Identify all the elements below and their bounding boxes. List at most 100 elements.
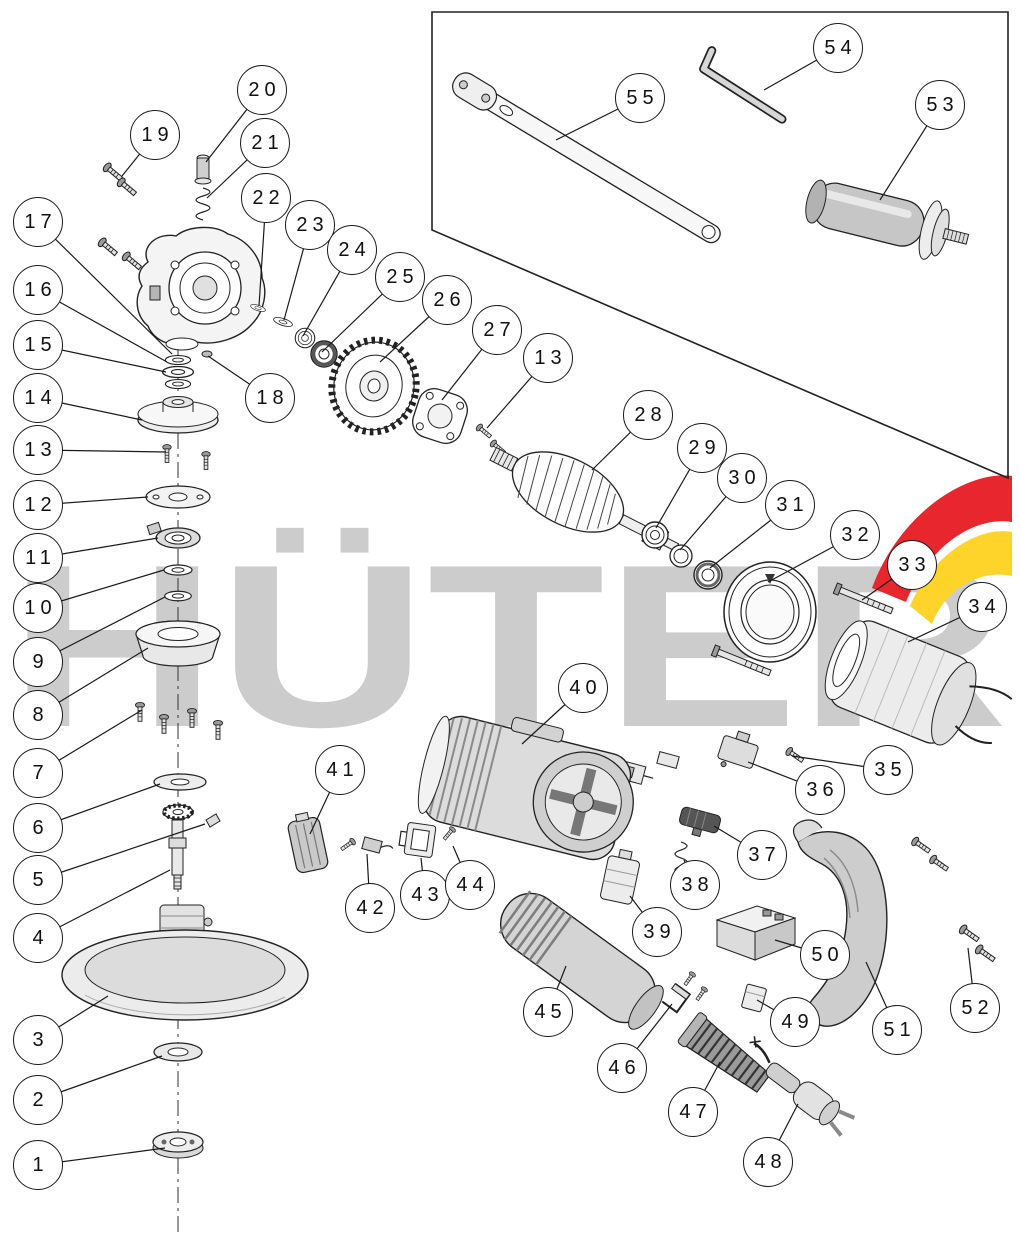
part-washer (272, 315, 294, 329)
part-brush-bracket (717, 730, 759, 769)
part-hex-key (699, 46, 787, 124)
part-switch-block (715, 905, 797, 961)
part-screw (693, 985, 709, 1003)
part-washer (163, 564, 193, 576)
part-bearing (641, 521, 669, 549)
part-brush-holder (398, 822, 437, 858)
part-bearing-cover (135, 620, 221, 667)
part-washer (164, 354, 192, 366)
part-bearing (693, 560, 723, 590)
leader-line (207, 355, 271, 399)
leader-line (763, 47, 839, 91)
leader-line (283, 224, 311, 321)
part-power-plug (749, 1036, 856, 1137)
leader-line (309, 769, 341, 835)
leader-line (37, 783, 161, 829)
accessories-box-frame (431, 11, 1009, 480)
logo-yellow-swoosh (910, 531, 1012, 624)
part-carbon-brush (361, 836, 394, 854)
part-cord-guard (677, 1012, 771, 1093)
leader-line (683, 859, 696, 886)
part-screw (909, 835, 933, 856)
leader-line (420, 857, 426, 896)
part-screw (927, 853, 951, 874)
part-handle-shell-right (792, 819, 888, 1027)
part-gear-housing (136, 226, 266, 351)
part-pin (201, 350, 213, 358)
leader-line (655, 447, 703, 529)
leader-line (555, 97, 641, 141)
leader-line (756, 999, 796, 1023)
part-side-handle (805, 179, 970, 260)
part-spring (674, 841, 688, 875)
part-key (205, 813, 221, 828)
leader-line (37, 1147, 166, 1166)
leader-line (366, 853, 371, 909)
part-clamp-nut (152, 1131, 204, 1159)
part-screw (681, 970, 697, 988)
part-spindle-shaft (168, 819, 187, 890)
leader-line (37, 823, 206, 881)
part-brush-holder (656, 751, 680, 769)
leader-line (967, 947, 976, 1009)
leader-line (379, 299, 448, 363)
part-flange (137, 396, 219, 434)
leader-line (879, 104, 941, 201)
leader-line (37, 995, 109, 1041)
part-crown-gear (328, 336, 420, 436)
part-bearing (294, 327, 316, 349)
part-stator (824, 620, 1013, 746)
part-washer (161, 365, 195, 379)
leader-line (692, 1061, 721, 1113)
part-washer (164, 590, 192, 602)
part-screw (96, 236, 120, 259)
part-screw (201, 451, 211, 470)
leader-line (591, 414, 649, 471)
part-bearing (310, 340, 338, 368)
leader-line (37, 1055, 163, 1101)
part-spring (195, 187, 211, 221)
leader-line (37, 449, 167, 453)
part-screw (115, 176, 139, 199)
part-brush-cover (287, 811, 329, 874)
part-pin-wrench (452, 72, 721, 244)
part-motor-housing (417, 715, 634, 861)
part-flange (153, 773, 207, 791)
leader-line (441, 329, 498, 401)
part-handle-shell-left (498, 890, 664, 1030)
leader-line (713, 825, 763, 856)
part-wheel-guard (61, 904, 309, 1021)
leader-line (452, 845, 471, 886)
part-bearing (146, 521, 201, 549)
part-pressure-plate (412, 388, 468, 444)
leader-line (206, 142, 266, 199)
leader-line (767, 1103, 799, 1163)
leader-line (205, 89, 263, 163)
part-spindle-gear (162, 803, 194, 821)
part-spindle-lock-pin (194, 154, 212, 185)
part-inner-flange (153, 1042, 203, 1062)
part-cord-clamp (661, 983, 692, 1014)
leader-line (37, 496, 149, 506)
leader-line (37, 344, 167, 373)
leader-line (865, 961, 898, 1031)
part-bearing-plate (145, 485, 211, 509)
part-washer (164, 378, 192, 390)
part-switch-slider (600, 848, 640, 905)
part-screw (162, 444, 172, 463)
leader-line (302, 249, 353, 337)
leader-line (37, 397, 143, 421)
leader-line (37, 869, 171, 939)
leader-line (121, 134, 156, 177)
part-switch-knob (678, 806, 722, 838)
leader-line (486, 357, 549, 429)
part-screw (339, 836, 357, 853)
part-air-baffle-ring (723, 561, 817, 663)
part-screw (441, 825, 457, 842)
part-cap (741, 983, 767, 1013)
part-screw (973, 943, 998, 965)
part-screw (120, 250, 144, 273)
leader-line (629, 895, 658, 933)
